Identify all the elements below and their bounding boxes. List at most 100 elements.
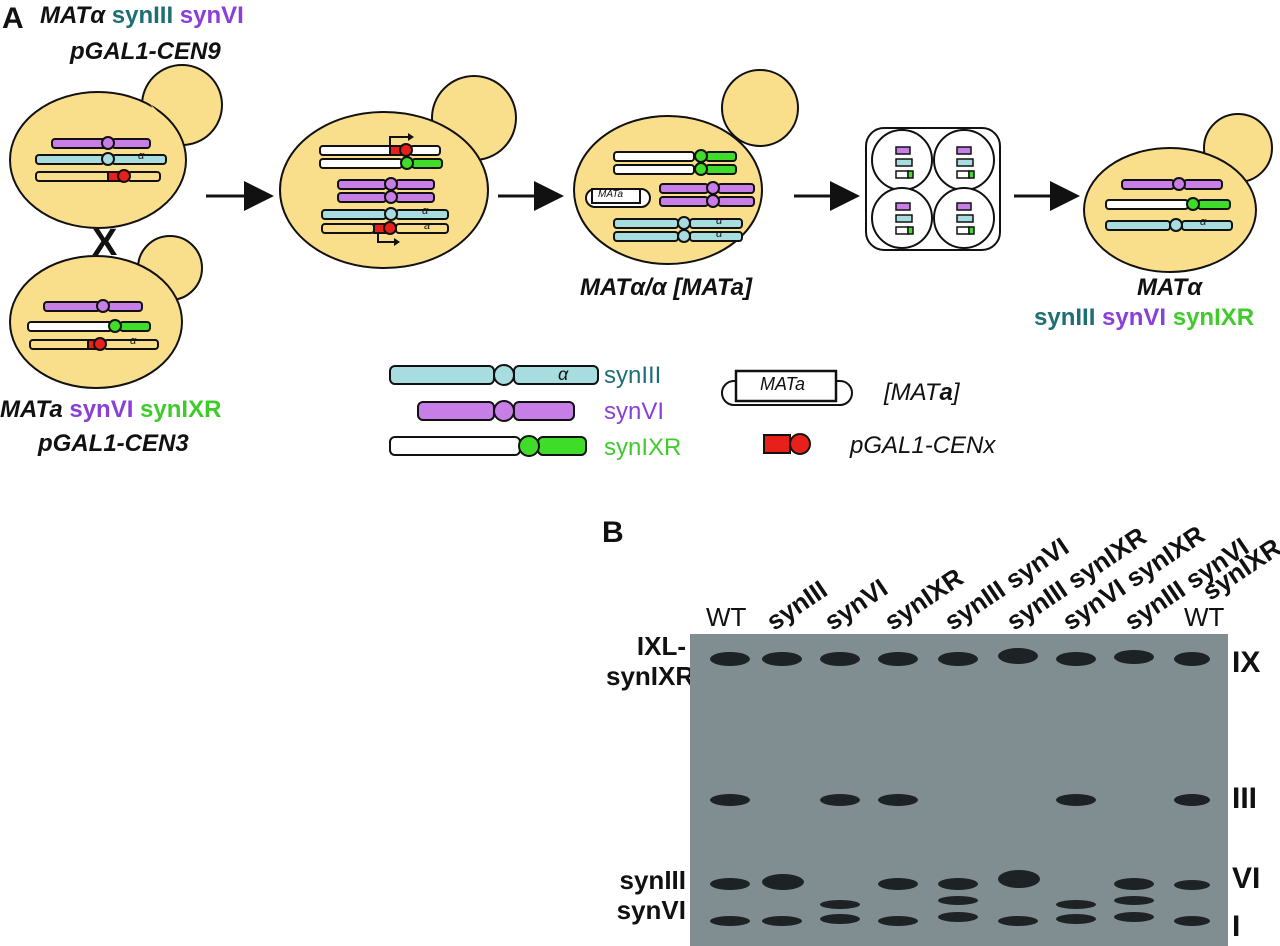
left-label-ixl: IXL- synIXR (606, 631, 695, 692)
gel-band (1056, 900, 1096, 909)
gel-band (938, 896, 978, 905)
right-label-III: III (1232, 782, 1258, 815)
gel-band (820, 900, 860, 909)
bracket-text: [MAT (673, 274, 731, 301)
bracket-text: [MAT (884, 379, 940, 406)
gel-band (938, 652, 978, 666)
mat-text: MAT (1137, 274, 1188, 301)
gel-band (710, 794, 750, 806)
mat-text: MAT (580, 274, 631, 301)
ixl-text: IXL- (636, 631, 686, 661)
panel-a-letter: A (2, 2, 24, 35)
final-strain-genotype: synIII synVI synIXR (1034, 306, 1254, 330)
alpha-mark: α (716, 228, 723, 240)
yeast-cell-zygote (279, 75, 517, 269)
a-text: a (939, 379, 953, 406)
alpha-text: α (90, 2, 106, 29)
gel-band (710, 916, 750, 926)
gel-band (878, 916, 918, 926)
diploid-genotype: MATα/α [MATa] (580, 276, 752, 300)
gel-band (820, 794, 860, 806)
gel-band (710, 878, 750, 890)
gel-band (1114, 896, 1154, 905)
gel-band (998, 916, 1038, 926)
legend-alpha-mark: α (558, 364, 569, 384)
slash-text: / (645, 274, 652, 301)
synVI-text: synVI (1102, 304, 1167, 331)
synVI-text: synVI (179, 2, 244, 29)
right-label-VI: VI (1232, 862, 1261, 895)
legend-synIII-glyph (389, 365, 495, 385)
legend-synIXR-label: synIXR (604, 434, 682, 461)
synIXR-text: synIXR (606, 660, 695, 691)
synIII-text: synIII (111, 2, 174, 29)
mata-text: MATa (0, 396, 63, 423)
alpha-mark: α (130, 335, 137, 347)
gel-band (1114, 878, 1154, 890)
alpha-text: α (651, 274, 667, 301)
gel-band (998, 870, 1040, 888)
legend-synIII-label: synIII (604, 362, 662, 389)
panel-a-diagram (9, 64, 1273, 457)
gel-band (820, 652, 860, 666)
top-strain-genotype: MATα synIII synVI (40, 4, 244, 28)
bottom-strain-genotype: MATa synVI synIXR (0, 398, 221, 422)
lane-label-2: synIII (760, 574, 833, 637)
a-mark: a (424, 220, 431, 232)
panel-b-letter: B (602, 516, 624, 549)
gel-band (762, 874, 804, 890)
gel-band (1056, 914, 1096, 924)
right-label-I: I (1232, 910, 1241, 943)
a-text: a (730, 274, 744, 301)
gel-band (1174, 916, 1210, 926)
gel-band (1114, 912, 1154, 922)
yeast-cell-final (1083, 113, 1273, 273)
gel-band (1174, 652, 1210, 666)
lane-label-3: synVI (818, 572, 893, 637)
pfge-gel-image (690, 634, 1228, 946)
synIII-text: synIII (1034, 304, 1096, 331)
gel-band (1114, 650, 1154, 664)
right-label-IX: IX (1232, 646, 1261, 679)
gel-band (1174, 880, 1210, 890)
synIII-text: synIII (619, 865, 686, 895)
gel-band (1174, 794, 1210, 806)
alpha-mark: α (422, 205, 429, 217)
gel-band (938, 912, 978, 922)
alpha-mark: α (138, 150, 145, 162)
gel-band (762, 652, 802, 666)
synVI-text: synVI (616, 894, 686, 925)
gel-band (820, 914, 860, 924)
mat-text: MAT (40, 2, 91, 29)
lane-label-1: WT (706, 602, 747, 632)
legend-pgal-label: pGAL1-CENx (850, 432, 996, 459)
bracket-close-text: ] (744, 274, 752, 301)
plasmid-cell-text: MATa (598, 189, 624, 200)
legend-synVI-glyph (417, 401, 495, 421)
bottom-strain-plasmid: pGAL1-CEN3 (38, 430, 189, 457)
gel-band (762, 916, 802, 926)
alpha-mark: α (1200, 216, 1207, 228)
gel-band (878, 794, 918, 806)
final-strain-mat: MATα (1137, 276, 1202, 300)
synVI-text: synVI (69, 396, 134, 423)
top-strain-plasmid: pGAL1-CEN9 (70, 38, 221, 65)
legend-synIXR-glyph (389, 436, 521, 456)
alpha-text: α (630, 274, 646, 301)
left-label-synIII-synVI: synIII synVI (600, 865, 686, 926)
gel-band (1056, 794, 1096, 806)
alpha-mark: α (716, 215, 723, 227)
legend-synVI-label: synVI (604, 398, 665, 425)
gel-band (998, 648, 1038, 664)
legend-pgal-glyph (763, 434, 791, 454)
gel-band (878, 878, 918, 890)
gel-band (1056, 652, 1096, 666)
legend-plasmid-box-text: MATa (760, 374, 806, 394)
bracket-close-text: ] (952, 379, 960, 406)
synIXR-text: synIXR (140, 396, 222, 423)
lane-label-9: WT (1184, 602, 1225, 632)
gel-band (710, 652, 750, 666)
alpha-text: α (1187, 274, 1203, 301)
gel-band (878, 652, 918, 666)
legend-plasmid-label: [MATa] (884, 381, 960, 405)
